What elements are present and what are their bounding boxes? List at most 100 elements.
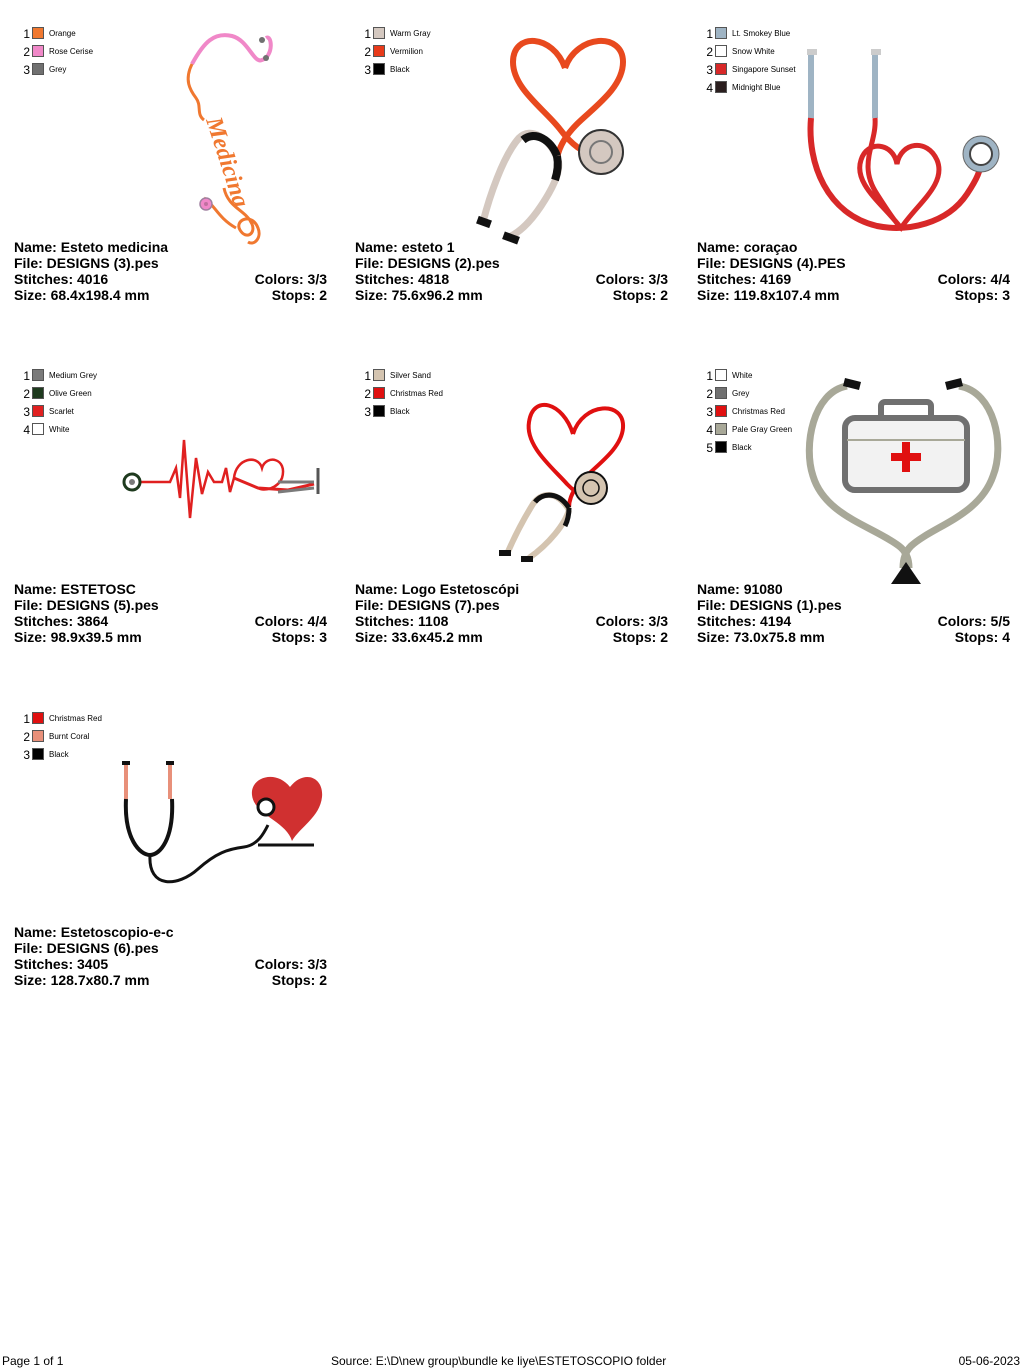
design-size-label: Size: <box>14 287 51 303</box>
design-size: 98.9x39.5 mm <box>50 629 142 645</box>
design-info-row: File: DESIGNS (3).pes <box>14 255 327 271</box>
color-count-label: Colors: <box>254 271 308 287</box>
info-right: Colors: 3/3 <box>255 956 327 972</box>
stitch-count-label: Stitches: <box>14 613 78 629</box>
design-preview-stethoscope-heart-loop <box>807 49 1000 232</box>
design-file: DESIGNS (6).pes <box>46 940 159 956</box>
info-right: Stops: 3 <box>272 629 327 645</box>
thread-number: 1 <box>364 27 371 41</box>
design-preview-stethoscope-heart <box>476 37 627 245</box>
info-left: Size: 128.7x80.7 mm <box>14 972 149 988</box>
design-name-label: Name: <box>697 581 744 597</box>
thread-color-swatch <box>32 748 44 760</box>
stop-count-label: Stops: <box>271 972 320 988</box>
thread-color-name: Burnt Coral <box>49 732 90 741</box>
design-file-label: File: <box>355 255 388 271</box>
info-left: Stitches: 4194 <box>697 613 791 629</box>
thread-color-swatch <box>32 63 44 75</box>
info-left: Name: coraçao <box>697 239 797 255</box>
design-size: 75.6x96.2 mm <box>391 287 483 303</box>
color-count: 5/5 <box>990 613 1010 629</box>
thread-color-swatch <box>715 405 727 417</box>
design-name-label: Name: <box>14 239 61 255</box>
design-size: 128.7x80.7 mm <box>50 972 150 988</box>
design-preview-stethoscope-medicina: Medicina <box>186 33 273 245</box>
info-right: Colors: 3/3 <box>255 271 327 287</box>
thread-number: 5 <box>706 441 713 455</box>
thread-color-name: Christmas Red <box>390 389 443 398</box>
thread-color-swatch <box>715 441 727 453</box>
thread-number: 2 <box>23 45 30 59</box>
thread-color-name: Warm Gray <box>390 29 431 38</box>
stop-count: 2 <box>319 972 327 988</box>
thread-color-name: Medium Grey <box>49 371 98 380</box>
color-count: 3/3 <box>648 271 668 287</box>
thread-color-name: Black <box>390 407 410 416</box>
design-file: DESIGNS (1).pes <box>729 597 842 613</box>
info-left: File: DESIGNS (7).pes <box>355 597 500 613</box>
stitch-count-label: Stitches: <box>14 271 78 287</box>
design-name: coraçao <box>743 239 798 255</box>
design-size: 73.0x75.8 mm <box>733 629 825 645</box>
info-left: File: DESIGNS (2).pes <box>355 255 500 271</box>
design-file: DESIGNS (3).pes <box>46 255 159 271</box>
color-count: 3/3 <box>307 956 327 972</box>
thread-color-swatch <box>373 387 385 399</box>
design-file-label: File: <box>14 597 47 613</box>
info-left: Name: Esteto medicina <box>14 239 168 255</box>
thread-number: 3 <box>23 748 30 762</box>
thread-color-swatch <box>715 45 727 57</box>
design-size-label: Size: <box>14 972 51 988</box>
design-info-row: File: DESIGNS (5).pes <box>14 597 327 613</box>
thread-color-swatch <box>32 730 44 742</box>
thread-color-swatch <box>715 81 727 93</box>
design-size-label: Size: <box>355 629 392 645</box>
design-name-label: Name: <box>14 581 61 597</box>
thread-number: 2 <box>364 387 371 401</box>
stop-count: 2 <box>660 629 668 645</box>
thread-color-name: Pale Gray Green <box>732 425 793 434</box>
stitch-count: 4818 <box>418 271 450 287</box>
color-count-label: Colors: <box>937 271 991 287</box>
design-info-row: Name: 91080 <box>697 581 1010 597</box>
color-count-label: Colors: <box>595 271 649 287</box>
thread-color-swatch <box>373 405 385 417</box>
stitch-count-label: Stitches: <box>355 271 419 287</box>
design-info-row: Name: esteto 1 <box>355 239 668 255</box>
color-count: 3/3 <box>648 613 668 629</box>
thread-number: 2 <box>23 387 30 401</box>
design-info-row: Name: Esteto medicina <box>14 239 327 255</box>
design-preview-heartbeat-stethoscope <box>122 439 320 519</box>
design-info-row: File: DESIGNS (2).pes <box>355 255 668 271</box>
stop-count-label: Stops: <box>271 629 320 645</box>
stop-count-label: Stops: <box>612 629 661 645</box>
thread-color-name: Black <box>390 65 410 74</box>
thread-color-swatch <box>715 63 727 75</box>
thread-color-name: Christmas Red <box>732 407 785 416</box>
thread-color-name: Silver Sand <box>390 371 431 380</box>
footer-page-number: Page 1 of 1 <box>2 1354 64 1368</box>
thread-number: 1 <box>706 369 713 383</box>
thread-color-name: Singapore Sunset <box>732 65 796 74</box>
design-size: 119.8x107.4 mm <box>733 287 840 303</box>
info-right: Colors: 3/3 <box>596 613 668 629</box>
footer-source-path: Source: E:\D\new group\bundle ke liye\ES… <box>331 1354 667 1368</box>
design-file: DESIGNS (7).pes <box>387 597 500 613</box>
stop-count-label: Stops: <box>612 287 661 303</box>
design-info-row: Size: 128.7x80.7 mm Stops: 2 <box>14 972 327 988</box>
thread-number: 2 <box>706 387 713 401</box>
stitch-count: 4016 <box>77 271 109 287</box>
thread-number: 3 <box>364 63 371 77</box>
stop-count-label: Stops: <box>954 287 1003 303</box>
stop-count: 2 <box>660 287 668 303</box>
info-left: Size: 119.8x107.4 mm <box>697 287 839 303</box>
info-right: Stops: 4 <box>955 629 1010 645</box>
footer-date: 05-06-2023 <box>958 1354 1020 1368</box>
info-left: Size: 98.9x39.5 mm <box>14 629 142 645</box>
design-file-label: File: <box>14 940 47 956</box>
thread-color-swatch <box>373 45 385 57</box>
